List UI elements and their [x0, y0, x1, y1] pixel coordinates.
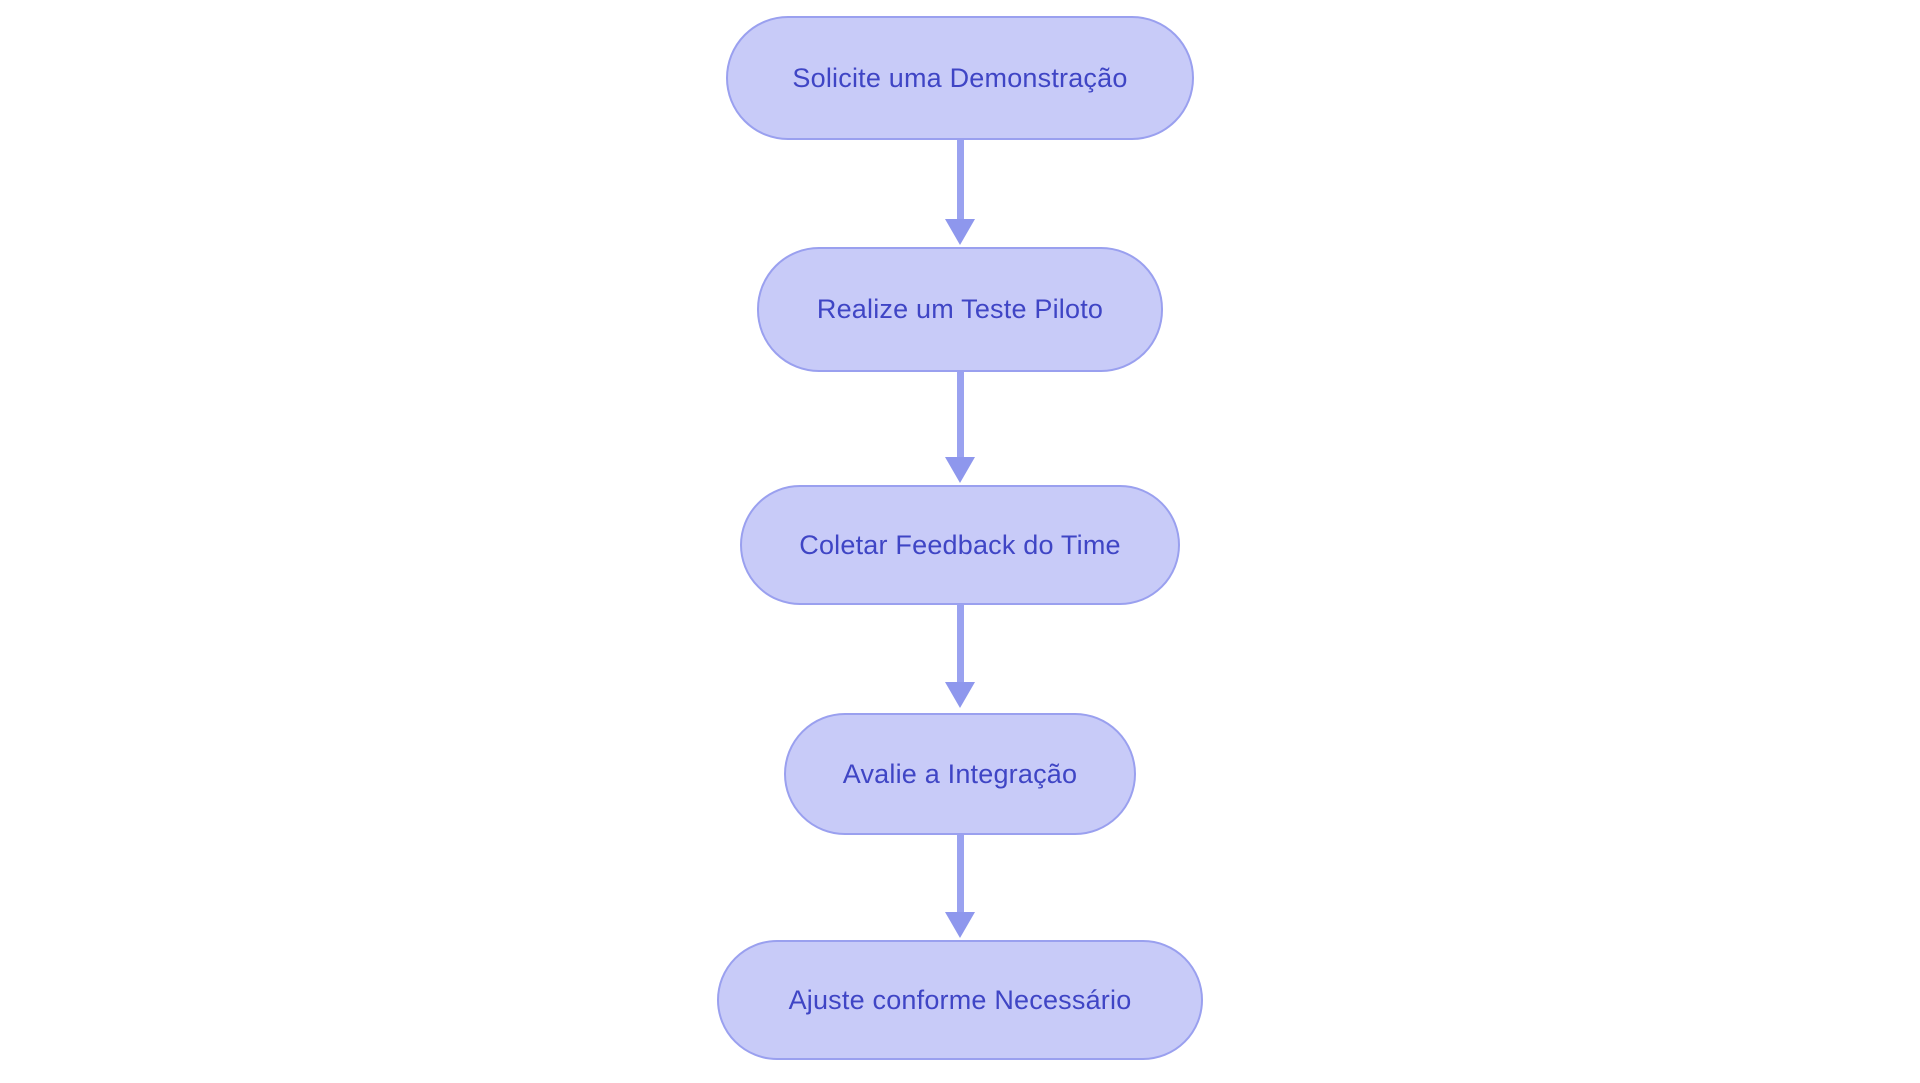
flow-node-solicite-demonstracao: Solicite uma Demonstração [726, 16, 1194, 140]
arrow-down-icon [945, 219, 975, 245]
arrow-down-icon [945, 912, 975, 938]
flow-node-label: Avalie a Integração [842, 758, 1078, 789]
flow-node-teste-piloto: Realize um Teste Piloto [757, 247, 1163, 372]
arrow-down-icon [945, 682, 975, 708]
arrow-shaft [956, 372, 964, 457]
flow-arrow-4 [945, 835, 975, 938]
arrow-down-icon [945, 457, 975, 483]
flow-node-label: Ajuste conforme Necessário [788, 984, 1132, 1015]
arrow-shaft [956, 140, 964, 219]
flow-node-label: Solicite uma Demonstração [792, 62, 1128, 93]
flow-arrow-3 [945, 604, 975, 708]
flow-node-ajuste-necessario: Ajuste conforme Necessário [717, 940, 1203, 1060]
flow-arrow-1 [945, 140, 975, 245]
flow-node-avalie-integracao: Avalie a Integração [784, 713, 1136, 835]
arrow-shaft [956, 604, 964, 682]
flow-node-coletar-feedback: Coletar Feedback do Time [740, 485, 1180, 605]
flow-node-label: Realize um Teste Piloto [816, 294, 1104, 324]
flow-node-label: Coletar Feedback do Time [799, 529, 1121, 560]
flow-arrow-2 [945, 372, 975, 483]
arrow-shaft [956, 835, 964, 912]
